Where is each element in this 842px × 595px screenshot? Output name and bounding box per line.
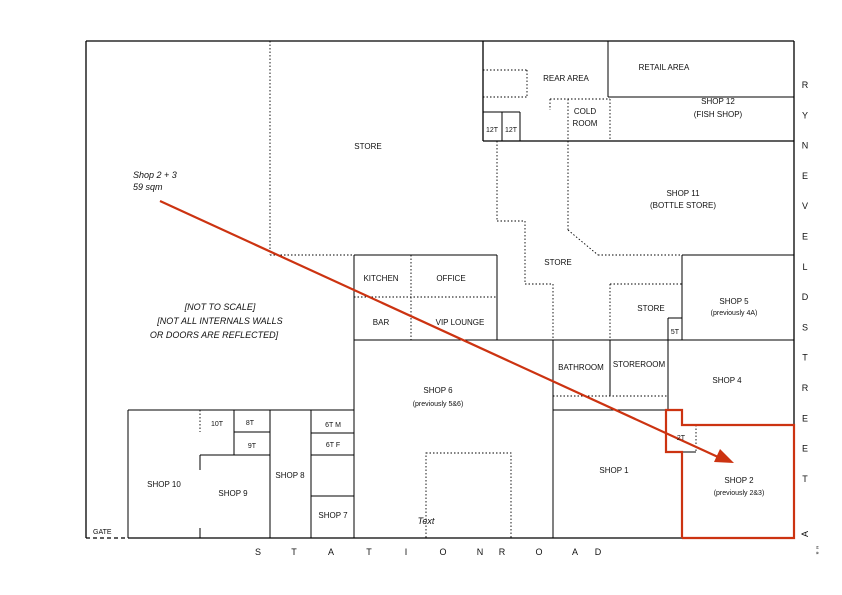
svg-text:“ “: “ “ (810, 546, 820, 555)
outer-walls (85, 40, 795, 539)
cold-room-label-2: ROOM (573, 119, 598, 128)
shop6-sub-label: (previously 5&6) (413, 401, 464, 408)
svg-text:A: A (800, 531, 810, 537)
retail-area-label: RETAIL AREA (639, 63, 690, 72)
shop2-sub-label: (previously 2&3) (714, 490, 765, 497)
store-main-label: STORE (354, 142, 381, 151)
kitchen-block (353, 254, 794, 538)
shop5-sub-label: (previously 4A) (711, 310, 758, 317)
toilet-10t-label: 10T (211, 421, 224, 428)
toilet-8t-label: 8T (246, 420, 255, 427)
lower-left-rooms (127, 409, 354, 538)
north-arrow-icon: A “ “ (800, 531, 820, 555)
shop12-sub-label: (FISH SHOP) (694, 110, 743, 119)
street-letter: E (802, 171, 808, 181)
toilet-12t-b-label: 12T (505, 127, 518, 134)
street-letter: A (328, 547, 334, 557)
shop4-label: SHOP 4 (712, 376, 742, 385)
annotation-arrow (159, 200, 734, 463)
toilet-2t-label: 2T (677, 435, 686, 442)
toilet-6tf-label: 6T F (326, 442, 340, 449)
shop2-label: SHOP 2 (724, 476, 754, 485)
rear-area-label: REAR AREA (543, 74, 589, 83)
street-letter: S (255, 547, 261, 557)
shop1-label: SHOP 1 (599, 466, 629, 475)
toilet-12t-a-label: 12T (486, 127, 499, 134)
shop7-label: SHOP 7 (318, 511, 348, 520)
street-letter: D (595, 547, 602, 557)
shop10-label: SHOP 10 (147, 480, 181, 489)
street-letter: E (802, 413, 808, 423)
street-letter: N (477, 547, 484, 557)
text-placeholder: Text (418, 516, 435, 526)
store-mid-label: STORE (544, 258, 571, 267)
storeroom-label: STOREROOM (613, 360, 666, 369)
street-letter: T (802, 474, 808, 484)
shop12-label: SHOP 12 (701, 97, 735, 106)
annotation-label-2: 59 sqm (133, 182, 163, 192)
street-letter: R (802, 383, 809, 393)
street-letter: O (535, 547, 542, 557)
note-line-2: [NOT ALL INTERNALS WALLS (156, 316, 282, 326)
office-label: OFFICE (436, 274, 465, 283)
street-letter: O (439, 547, 446, 557)
shop6-label: SHOP 6 (423, 386, 453, 395)
street-letter: N (802, 141, 809, 151)
middle-rooms (496, 141, 794, 340)
toilet-6tm-label: 6T M (325, 422, 341, 429)
toilet-5t-label: 5T (671, 329, 680, 336)
shop2-highlight (664, 408, 796, 540)
top-rooms (269, 41, 794, 256)
annotation-label-1: Shop 2 + 3 (133, 170, 177, 180)
shop6-dotted-area (425, 452, 512, 539)
kitchen-label: KITCHEN (363, 274, 398, 283)
street-letter: S (802, 322, 808, 332)
note-line-1: [NOT TO SCALE] (184, 302, 256, 312)
bathroom-label: BATHROOM (558, 363, 604, 372)
shop9-label: SHOP 9 (218, 489, 248, 498)
bar-label: BAR (373, 318, 390, 327)
shop8-label: SHOP 8 (275, 471, 305, 480)
street-letter: I (405, 547, 408, 557)
street-letter: Y (802, 110, 808, 120)
vip-lounge-label: VIP LOUNGE (436, 318, 485, 327)
street-letter: V (802, 201, 808, 211)
street-letter: T (802, 353, 808, 363)
cold-room-label-1: COLD (574, 107, 596, 116)
street-letter: E (802, 232, 808, 242)
lower-right-rooms (552, 340, 697, 538)
street-letter: L (802, 262, 807, 272)
shop11-label: SHOP 11 (666, 189, 700, 198)
street-letter: D (802, 292, 809, 302)
ryneveld-street-label: R Y N E V E L D S T R E E T (802, 80, 809, 484)
shop11-sub-label: (BOTTLE STORE) (650, 201, 716, 210)
street-letter: A (572, 547, 578, 557)
note-line-3: OR DOORS ARE REFLECTED] (150, 330, 279, 340)
street-letter: R (802, 80, 809, 90)
toilet-9t-label: 9T (248, 443, 257, 450)
gate-label: GATE (93, 529, 112, 536)
street-letter: T (366, 547, 372, 557)
shop5-label: SHOP 5 (719, 297, 749, 306)
store-right-label: STORE (637, 304, 664, 313)
street-letter: E (802, 444, 808, 454)
street-letter: T (291, 547, 297, 557)
street-letter: R (499, 547, 506, 557)
